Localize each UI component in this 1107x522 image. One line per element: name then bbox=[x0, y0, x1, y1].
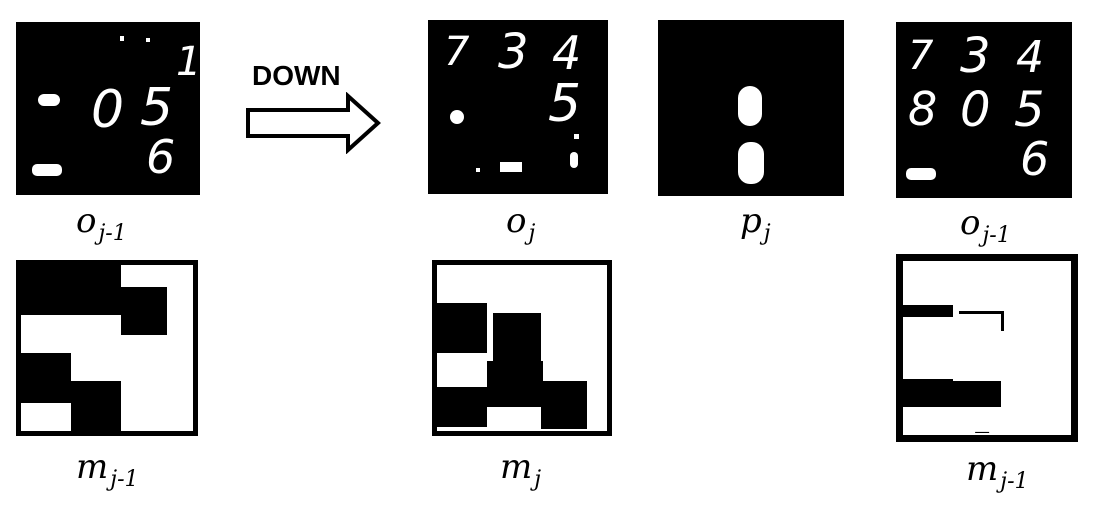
mask-block bbox=[21, 265, 121, 315]
label-o-curr: oj bbox=[506, 201, 536, 246]
digit: 3 bbox=[498, 24, 529, 80]
mask-block bbox=[21, 353, 71, 403]
digit: 6 bbox=[146, 130, 176, 184]
label-o-bar: ‾oj-1 bbox=[960, 181, 1011, 248]
observation-current: 7 3 4 5 bbox=[428, 20, 608, 194]
mask-block bbox=[959, 311, 1003, 314]
label-p-hat: ^pj bbox=[740, 183, 771, 246]
mask-aggregated bbox=[896, 254, 1078, 442]
action-label: DOWN bbox=[252, 60, 341, 91]
mask-block bbox=[493, 313, 541, 363]
pixel-blob bbox=[38, 94, 60, 106]
prediction-panel bbox=[658, 20, 844, 196]
mask-block bbox=[541, 381, 587, 429]
digit: 1 bbox=[176, 39, 202, 85]
mask-block bbox=[487, 383, 543, 407]
digit: 5 bbox=[140, 78, 174, 138]
mask-prev bbox=[16, 260, 198, 436]
mask-block bbox=[1001, 311, 1004, 331]
digit: 5 bbox=[1014, 82, 1045, 138]
pixel-blob bbox=[906, 168, 936, 180]
digit: 0 bbox=[960, 82, 991, 138]
digit: 3 bbox=[960, 28, 991, 84]
pixel-blob bbox=[120, 36, 124, 41]
mask-current bbox=[432, 260, 612, 436]
mask-block bbox=[121, 287, 167, 335]
pixel-blob bbox=[32, 164, 62, 176]
digit: 0 bbox=[91, 80, 125, 140]
mask-block bbox=[487, 361, 543, 387]
label-m-curr: mj bbox=[500, 447, 542, 492]
pixel-blob bbox=[738, 86, 762, 126]
label-m-prev: mj-1 bbox=[76, 447, 139, 492]
mask-block bbox=[71, 381, 121, 431]
digit: 8 bbox=[908, 82, 938, 136]
label-m-bar: ‾mj-1 bbox=[966, 427, 1029, 494]
mask-block bbox=[437, 303, 487, 353]
pixel-blob bbox=[146, 38, 150, 42]
digit: 4 bbox=[1016, 32, 1044, 83]
digit: 5 bbox=[548, 74, 582, 134]
mask-block bbox=[903, 305, 953, 317]
pixel-blob bbox=[570, 152, 578, 168]
digit: 6 bbox=[1020, 132, 1050, 186]
digit: 4 bbox=[552, 26, 582, 80]
mask-block bbox=[903, 379, 953, 407]
right-arrow-icon bbox=[246, 92, 381, 154]
pixel-blob bbox=[738, 142, 764, 184]
mask-block bbox=[953, 381, 1001, 407]
digit: 7 bbox=[444, 29, 470, 75]
pixel-blob bbox=[450, 110, 464, 124]
pixel-blob bbox=[574, 134, 579, 139]
observation-prev: 1 0 5 6 bbox=[16, 22, 202, 195]
pixel-blob bbox=[500, 162, 522, 172]
observation-aggregated: 7 3 4 8 0 5 6 bbox=[896, 22, 1072, 198]
mask-block bbox=[437, 387, 487, 427]
pixel-blob bbox=[476, 168, 480, 172]
digit: 7 bbox=[908, 33, 934, 79]
label-o-prev: oj-1 bbox=[76, 201, 127, 246]
